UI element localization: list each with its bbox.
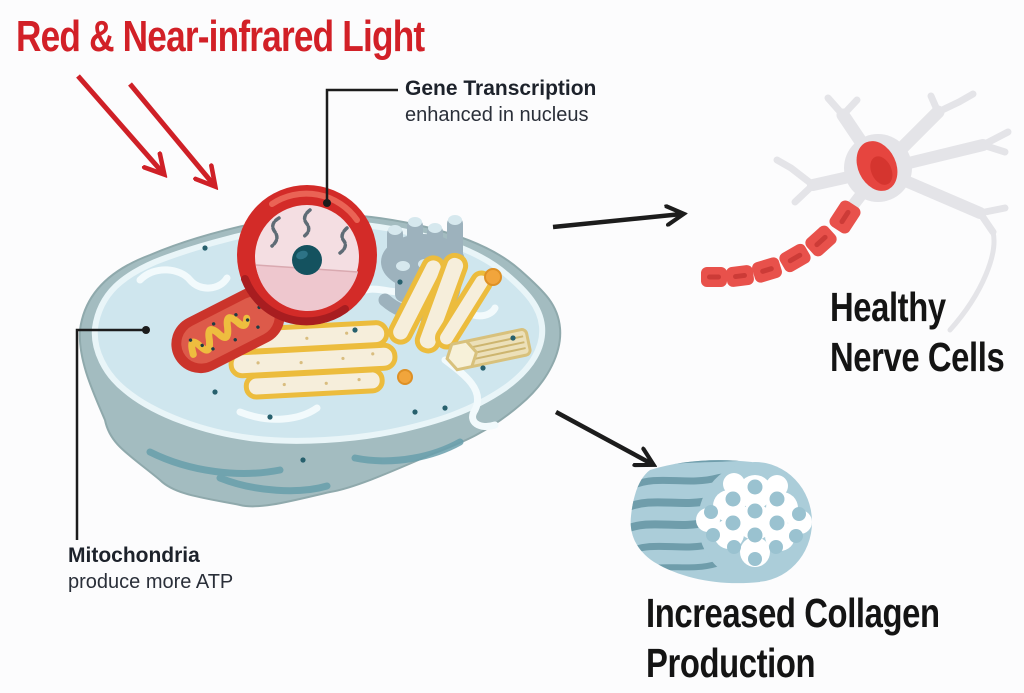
gene-callout-heading: Gene Transcription: [405, 77, 597, 100]
endoplasmic-reticulum-stack: [228, 320, 398, 400]
nucleolus: [292, 245, 322, 275]
myelin-sheath: [701, 200, 861, 287]
collagen-label: Increased Collagen Production: [646, 588, 940, 688]
nucleus: [237, 185, 377, 326]
nerve-cells-label-line1: Healthy: [830, 284, 946, 330]
mitochondria-callout-heading: Mitochondria: [68, 544, 200, 567]
collagen-fibril-dots: [704, 479, 806, 566]
mitochondria-callout-sub: produce more ATP: [68, 571, 234, 593]
red-light-arrow-1: [76, 74, 163, 173]
gene-transcription-callout: Gene Transcription enhanced in nucleus: [405, 77, 596, 127]
chromatin-strands: [270, 208, 349, 255]
membrane-waves: [146, 438, 464, 495]
gene-callout-sub: enhanced in nucleus: [405, 104, 589, 126]
nerve-cells-label-line2: Nerve Cells: [830, 334, 1005, 381]
nerve-nucleus: [856, 141, 898, 191]
collagen-label-line2: Production: [646, 640, 816, 687]
cell-illustration: [78, 185, 562, 508]
mitochondria-callout: Mitochondria produce more ATP: [68, 544, 233, 594]
nerve-cell-illustration: [701, 90, 1012, 333]
collagen-label-line1: Increased Collagen: [646, 590, 940, 636]
nerve-cells-label: Healthy Nerve Cells: [830, 282, 1005, 382]
diagram-title: Red & Near-infrared Light: [16, 12, 425, 61]
collagen-illustration: [630, 460, 812, 584]
